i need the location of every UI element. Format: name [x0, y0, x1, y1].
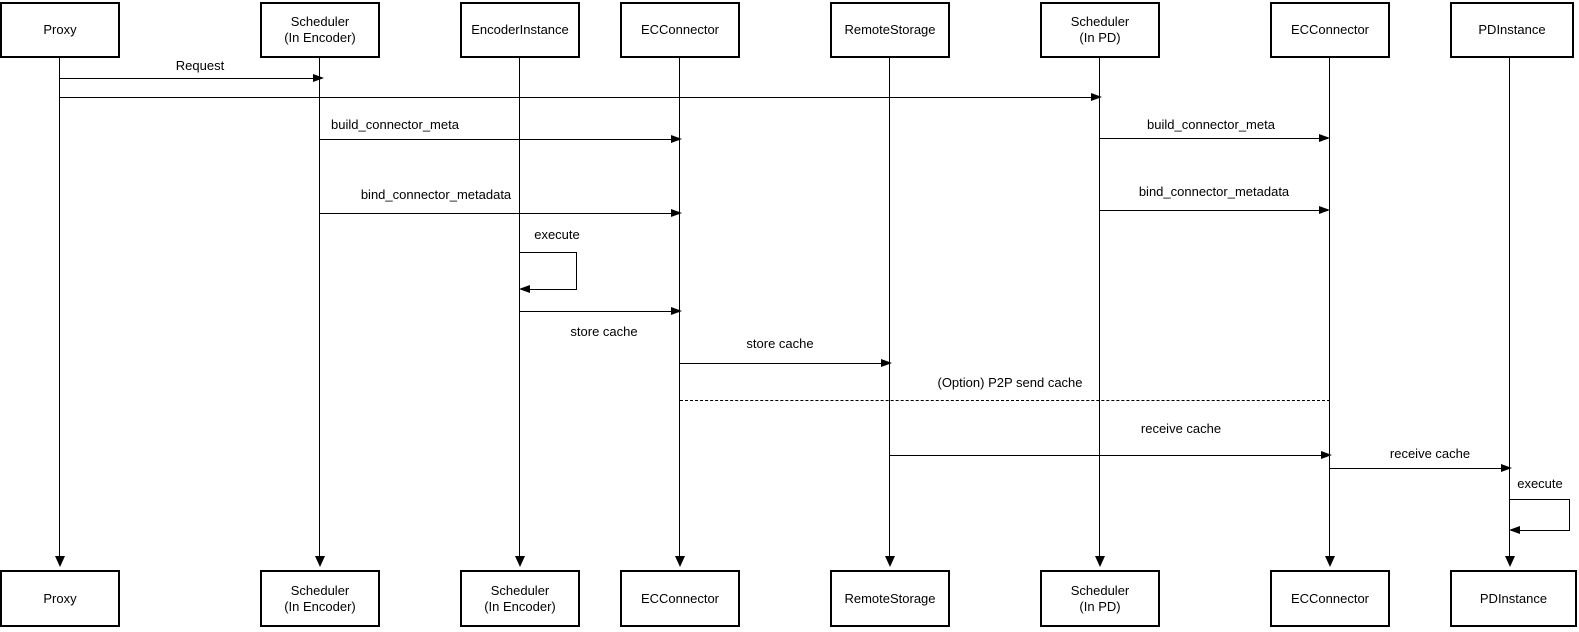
self-loop-execute-pd-return — [1509, 526, 1570, 535]
participant-top-pd-instance: PDInstance — [1450, 2, 1574, 58]
lifeline-arrowhead-icon-scheduler-encoder — [315, 556, 325, 567]
lifeline-scheduler-pd — [1099, 58, 1100, 556]
participant-top-remote-storage: RemoteStorage — [830, 2, 950, 58]
lifeline-remote-storage — [889, 58, 890, 556]
participant-label: (In PD) — [1079, 598, 1121, 614]
lifeline-arrowhead-icon-remote-storage — [885, 556, 895, 567]
message-arrow-receive-cache-pd — [1330, 464, 1512, 473]
participant-label: RemoteStorage — [844, 22, 936, 37]
message-label-build-connector-meta-encoder: build_connector_meta — [331, 117, 459, 132]
message-label-bind-connector-metadata-encoder: bind_connector_metadata — [360, 187, 512, 202]
message-arrow-receive-cache-remote — [890, 451, 1332, 460]
participant-top-scheduler-encoder: Scheduler(In Encoder) — [260, 2, 380, 58]
message-label-request: Request — [175, 58, 225, 73]
participant-bottom-ec-connector-pd: ECConnector — [1270, 570, 1390, 627]
lifeline-encoder-instance — [519, 58, 520, 556]
message-arrow-proxy-to-scheduler-pd — [60, 93, 1102, 102]
participant-top-proxy: Proxy — [0, 2, 120, 58]
participant-label: ECConnector — [1290, 22, 1370, 37]
participant-label: ECConnector — [1290, 590, 1370, 606]
participant-label: Scheduler — [1070, 14, 1130, 29]
participant-label: EncoderInstance — [471, 22, 569, 37]
participant-label: PDInstance — [1479, 590, 1548, 606]
message-label-receive-cache-pd: receive cache — [1389, 446, 1471, 461]
message-arrow-bind-connector-metadata-pd — [1100, 206, 1330, 215]
participant-label: RemoteStorage — [844, 590, 936, 606]
participant-label: PDInstance — [1478, 22, 1546, 37]
message-label-receive-cache-remote: receive cache — [1140, 421, 1222, 436]
lifeline-arrowhead-icon-pd-instance — [1505, 556, 1515, 567]
participant-bottom-ec-connector-encoder: ECConnector — [620, 570, 740, 627]
message-label-store-cache-remote: store cache — [746, 336, 814, 351]
message-label-bind-connector-metadata-pd: bind_connector_metadata — [1138, 184, 1290, 199]
self-loop-execute-encoder-top — [520, 252, 577, 253]
self-loop-execute-encoder-side — [576, 252, 577, 290]
participant-label: ECConnector — [640, 22, 720, 37]
participant-bottom-remote-storage: RemoteStorage — [830, 570, 950, 627]
message-arrow-build-connector-meta-encoder — [320, 135, 682, 144]
message-label-p2p-send-cache: (Option) P2P send cache — [937, 375, 1083, 390]
participant-label: (In Encoder) — [284, 30, 356, 45]
lifeline-arrowhead-icon-ec-connector-pd — [1325, 556, 1335, 567]
participant-label: Scheduler — [490, 582, 550, 598]
participant-top-scheduler-pd: Scheduler(In PD) — [1040, 2, 1160, 58]
message-arrow-request — [60, 74, 324, 83]
message-arrow-build-connector-meta-pd — [1100, 134, 1330, 143]
lifeline-proxy — [59, 58, 60, 556]
lifeline-scheduler-encoder — [319, 58, 320, 556]
lifeline-arrowhead-icon-scheduler-pd — [1095, 556, 1105, 567]
lifeline-ec-connector-pd — [1329, 58, 1330, 556]
participant-label: ECConnector — [640, 590, 720, 606]
participant-top-encoder-instance: EncoderInstance — [460, 2, 580, 58]
message-label-execute-encoder: execute — [534, 227, 580, 242]
participant-label: Scheduler — [290, 582, 350, 598]
participant-top-ec-connector-encoder: ECConnector — [620, 2, 740, 58]
message-arrow-store-cache-remote — [680, 359, 892, 368]
participant-label: (In Encoder) — [484, 598, 556, 614]
message-arrow-bind-connector-metadata-encoder — [320, 209, 682, 218]
participant-top-ec-connector-pd: ECConnector — [1270, 2, 1390, 58]
participant-bottom-proxy: Proxy — [0, 570, 120, 627]
self-loop-execute-pd-side — [1569, 499, 1570, 531]
message-label-store-cache-encoder: store cache — [570, 324, 638, 339]
participant-label: Proxy — [43, 590, 77, 606]
lifeline-arrowhead-icon-proxy — [55, 556, 65, 567]
participant-label: Scheduler — [1070, 582, 1130, 598]
self-loop-execute-encoder-return — [519, 285, 577, 294]
participant-label: Proxy — [43, 22, 77, 37]
lifeline-pd-instance — [1509, 58, 1510, 556]
message-label-execute-pd: execute — [1517, 476, 1563, 491]
self-loop-execute-pd-top — [1510, 499, 1570, 500]
message-arrow-store-cache-encoder — [520, 307, 682, 316]
participant-bottom-scheduler-pd: Scheduler(In PD) — [1040, 570, 1160, 627]
lifeline-ec-connector-encoder — [679, 58, 680, 556]
participant-bottom-pd-instance: PDInstance — [1450, 570, 1577, 627]
participant-label: (In Encoder) — [284, 598, 356, 614]
participant-bottom-encoder-instance: Scheduler(In Encoder) — [460, 570, 580, 627]
participant-label: (In PD) — [1079, 30, 1121, 45]
participant-label: Scheduler — [290, 14, 350, 29]
participant-bottom-scheduler-encoder: Scheduler(In Encoder) — [260, 570, 380, 627]
lifeline-arrowhead-icon-encoder-instance — [515, 556, 525, 567]
message-label-build-connector-meta-pd: build_connector_meta — [1147, 117, 1275, 132]
lifeline-arrowhead-icon-ec-connector-encoder — [675, 556, 685, 567]
message-arrow-p2p-send-cache — [680, 400, 1330, 401]
